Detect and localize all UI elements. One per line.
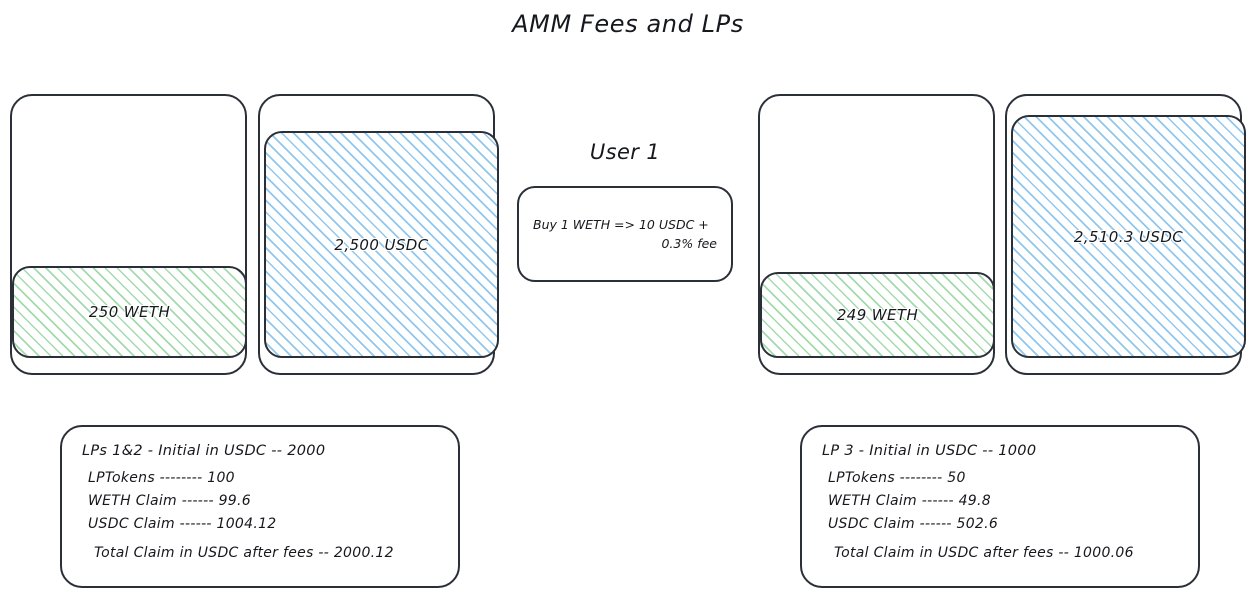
user-action-line-2: 0.3% fee bbox=[661, 236, 717, 251]
lp-panel-left-row-usdc-claim: USDC Claim ------ 1004.12 bbox=[88, 516, 277, 532]
lp-panel-right-total: Total Claim in USDC after fees -- 1000.0… bbox=[834, 545, 1134, 561]
lp-panel-left-total: Total Claim in USDC after fees -- 2000.1… bbox=[94, 545, 394, 561]
pool-before-weth-label: 250 WETH bbox=[88, 303, 171, 321]
user-title: User 1 bbox=[589, 140, 661, 164]
pool-after-weth-fill: 249 WETH bbox=[760, 272, 995, 358]
lp-panel-right-row-usdc-claim: USDC Claim ------ 502.6 bbox=[828, 516, 999, 532]
pool-after-usdc-label: 2,510.3 USDC bbox=[1073, 227, 1184, 246]
pool-before-weth-fill: 250 WETH bbox=[12, 266, 247, 358]
user-action-box[interactable]: Buy 1 WETH => 10 USDC + 0.3% fee bbox=[517, 186, 733, 282]
lp-panel-left-heading: LPs 1&2 - Initial in USDC -- 2000 bbox=[82, 443, 326, 459]
lp-panel-left-row-lptokens: LPTokens -------- 100 bbox=[88, 470, 235, 486]
lp-panel-right-row-weth-claim: WETH Claim ------ 49.8 bbox=[828, 493, 991, 509]
user-action-line-1: Buy 1 WETH => 10 USDC + bbox=[533, 216, 709, 232]
pool-before-usdc-fill: 2,500 USDC bbox=[264, 131, 499, 358]
lp-panel-right-row-lptokens: LPTokens -------- 50 bbox=[828, 470, 966, 486]
lp-panel-right: LP 3 - Initial in USDC -- 1000 LPTokens … bbox=[800, 425, 1200, 588]
pool-after-weth-label: 249 WETH bbox=[836, 306, 919, 324]
pool-before-usdc-label: 2,500 USDC bbox=[334, 235, 429, 254]
lp-panel-left: LPs 1&2 - Initial in USDC -- 2000 LPToke… bbox=[60, 425, 460, 588]
pool-after-usdc-fill: 2,510.3 USDC bbox=[1011, 115, 1246, 358]
lp-panel-right-heading: LP 3 - Initial in USDC -- 1000 bbox=[822, 443, 1037, 459]
page-title: AMM Fees and LPs bbox=[512, 10, 744, 38]
lp-panel-left-row-weth-claim: WETH Claim ------ 99.6 bbox=[88, 493, 251, 509]
